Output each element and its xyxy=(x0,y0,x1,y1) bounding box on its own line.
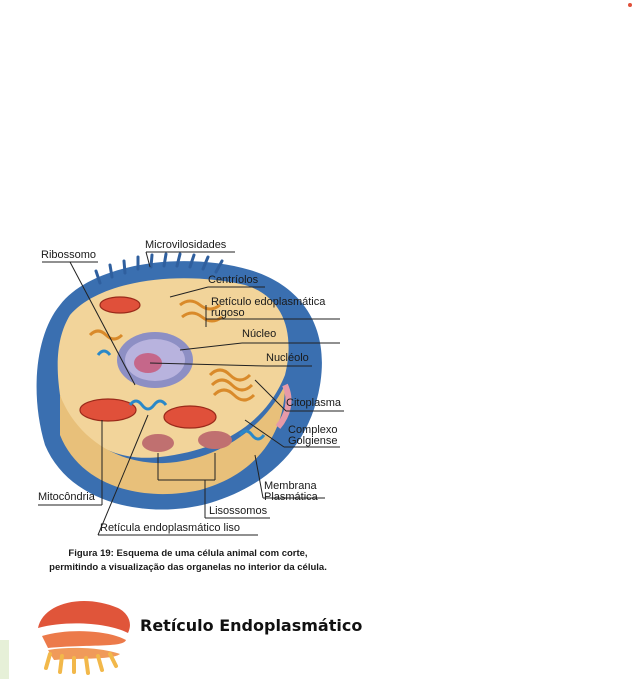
label-nucleolo: Nucléolo xyxy=(266,352,309,364)
figure-caption: Figura 19: Esquema de uma célula animal … xyxy=(20,547,356,575)
label-membrana-plasmatica: Membrana Plasmática xyxy=(264,481,318,503)
corner-dot xyxy=(628,3,632,7)
label-lisossomos: Lisossomos xyxy=(209,505,268,517)
left-margin-tab xyxy=(0,640,9,679)
label-reticulo-rugoso-line2: rugoso xyxy=(211,307,245,319)
label-reticulo-liso: Retícula endoplasmático liso xyxy=(100,522,241,534)
label-nucleo: Núcleo xyxy=(242,328,277,340)
label-reticulo-rugoso: Retículo edoplasmática rugoso xyxy=(211,297,325,319)
label-complexo-golgiense: Complexo Golgiense xyxy=(288,425,338,447)
label-centriolos: Centríolos xyxy=(208,274,259,286)
section-title: Retículo Endoplasmático xyxy=(140,616,363,635)
label-ribossomo: Ribossomo xyxy=(41,249,97,261)
cell-illustration xyxy=(36,251,344,536)
caption-line-2: permitindo a visualização das organelas … xyxy=(49,562,327,573)
label-golgi-line1: Complexo xyxy=(288,424,338,436)
endoplasmic-reticulum-icon xyxy=(28,588,140,676)
label-microvilosidades: Microvilosidades xyxy=(145,239,227,251)
animal-cell-diagram: Ribossomo Microvilosidades Centríolos Re… xyxy=(30,235,350,545)
label-golgi-line2: Golgiense xyxy=(288,435,338,447)
label-citoplasma: Citoplasma xyxy=(286,397,342,409)
label-membrana-line2: Plasmática xyxy=(264,491,318,503)
label-mitocondria: Mitocôndria xyxy=(38,491,95,503)
label-reticulo-rugoso-line1: Retículo edoplasmática xyxy=(211,296,326,308)
caption-line-1: Figura 19: Esquema de uma célula animal … xyxy=(68,548,308,559)
label-membrana-line1: Membrana xyxy=(264,480,317,492)
